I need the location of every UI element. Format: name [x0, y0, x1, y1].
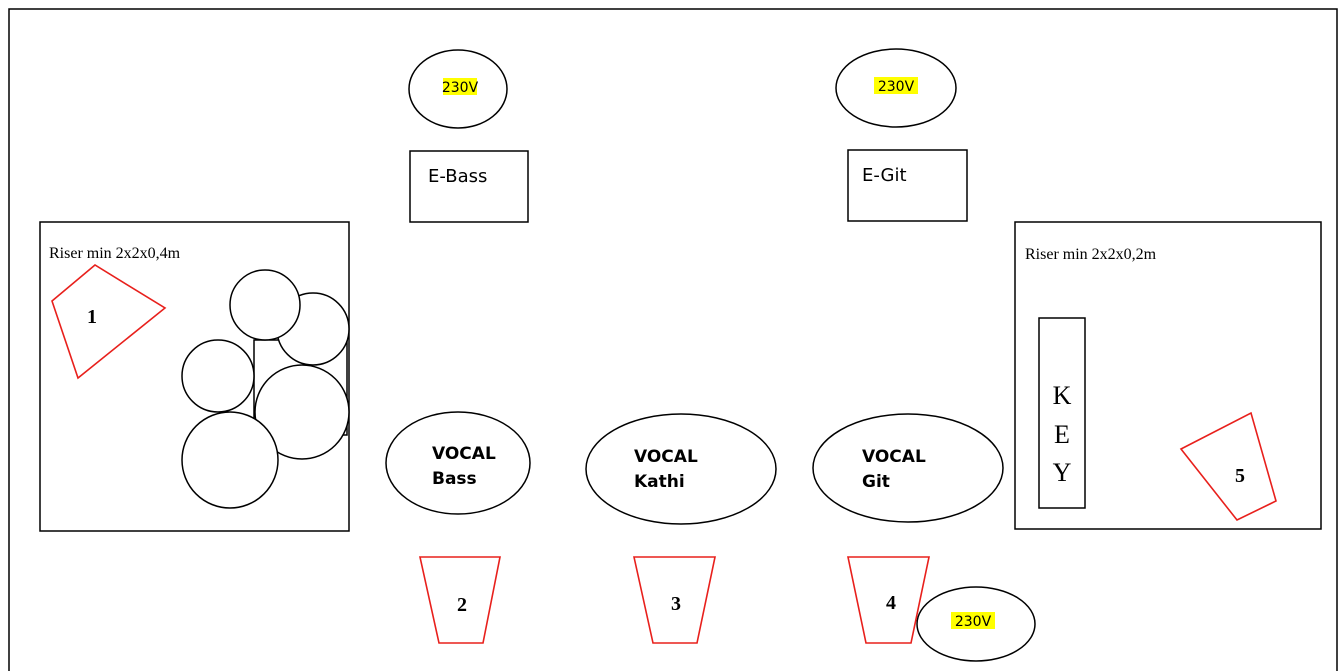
keyboard-letter: Y [1053, 458, 1072, 487]
vocal-git-line2: Git [862, 472, 890, 492]
power-label: 230V [878, 79, 915, 95]
drum-riser: Riser min 2x2x0,4m [39, 221, 350, 532]
key-riser-label: Riser min 2x2x0,2m [1025, 246, 1157, 263]
monitor-2: 2 [419, 556, 501, 644]
keyboard [1038, 317, 1086, 509]
floor-tom [254, 364, 350, 460]
vocal-kathi-shape [585, 413, 777, 525]
vocal-git-shape [812, 413, 1004, 523]
cymbal [181, 411, 279, 509]
monitor-5-wedge [1179, 411, 1277, 522]
monitor-4: 4 [847, 556, 930, 644]
vocal-kathi: VOCAL Kathi [585, 413, 777, 525]
power-highlight [874, 77, 918, 94]
vocal-bass-line2: Bass [432, 469, 477, 489]
power-outlet-bass: 230V [408, 49, 508, 129]
monitor-5: 5 [1179, 411, 1277, 522]
vocal-bass-shape [385, 411, 531, 515]
guitar-amp: E-Git [847, 149, 968, 222]
guitar-amp-label: E-Git [862, 165, 907, 186]
stage-outline [8, 8, 1338, 671]
monitor-1: 1 [51, 264, 167, 380]
power-outlet-guitar: 230V [835, 48, 957, 128]
monitor-5-number: 5 [1235, 465, 1245, 487]
monitor-2-number: 2 [457, 594, 467, 616]
power-highlight [443, 78, 477, 95]
keyboard-letter: E [1054, 420, 1070, 449]
drum-riser-label: Riser min 2x2x0,4m [49, 245, 181, 262]
bass-amp-box [409, 150, 529, 223]
power-label: 230V [442, 80, 479, 96]
monitor-3-wedge [633, 556, 716, 644]
keyboard-letter: K [1053, 381, 1072, 410]
bass-amp: E-Bass [409, 150, 529, 223]
monitor-3-number: 3 [671, 593, 681, 615]
key-riser: Riser min 2x2x0,2m K E Y [1014, 221, 1322, 530]
monitor-3: 3 [633, 556, 716, 644]
monitor-4-wedge [847, 556, 930, 644]
vocal-git-line1: VOCAL [862, 447, 926, 467]
vocal-bass: VOCAL Bass [385, 411, 531, 515]
vocal-bass-line1: VOCAL [432, 444, 496, 464]
snare-drum [181, 339, 255, 413]
tom-drum [229, 269, 301, 341]
power-outlet-front: 230V [916, 586, 1036, 662]
power-label: 230V [955, 614, 992, 630]
monitor-1-number: 1 [87, 306, 97, 328]
bass-amp-label: E-Bass [428, 166, 487, 187]
power-highlight [951, 612, 995, 629]
vocal-kathi-line1: VOCAL [634, 447, 698, 467]
vocal-git: VOCAL Git [812, 413, 1004, 523]
monitor-4-number: 4 [886, 592, 896, 614]
vocal-kathi-line2: Kathi [634, 472, 685, 492]
monitor-1-wedge [51, 264, 167, 380]
guitar-amp-box [847, 149, 968, 222]
monitor-2-wedge [419, 556, 501, 644]
